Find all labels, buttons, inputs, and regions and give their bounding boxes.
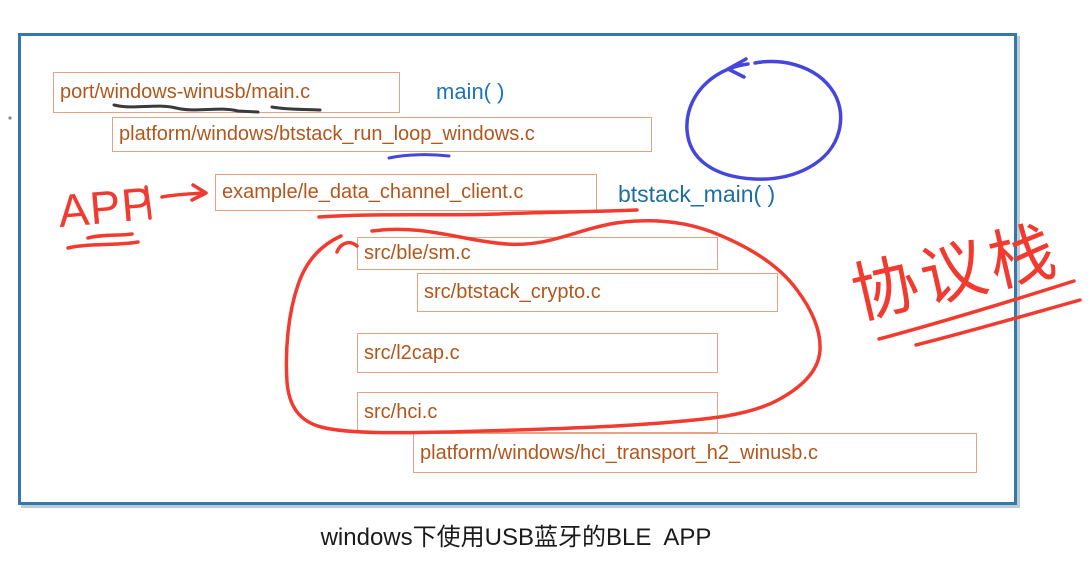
file-box-port-main: port/windows-winusb/main.c xyxy=(53,72,400,113)
file-box-label: src/btstack_crypto.c xyxy=(424,281,601,303)
file-box-label: example/le_data_channel_client.c xyxy=(222,181,524,203)
file-box-label: src/ble/sm.c xyxy=(364,242,471,264)
file-box-hci: src/hci.c xyxy=(357,392,718,433)
stray-pencil-dot xyxy=(8,116,12,120)
file-box-run-loop: platform/windows/btstack_run_loop_window… xyxy=(112,117,652,152)
handwritten-app-label: APP xyxy=(55,176,156,238)
main-function-label: main( ) xyxy=(436,79,505,104)
file-box-crypto: src/btstack_crypto.c xyxy=(417,273,778,312)
file-box-label: platform/windows/btstack_run_loop_window… xyxy=(119,123,535,145)
file-box-label: src/hci.c xyxy=(364,401,438,423)
file-box-label: platform/windows/hci_transport_h2_winusb… xyxy=(420,441,818,464)
stack-outline-box xyxy=(18,33,1017,505)
btstack-main-function-label: btstack_main( ) xyxy=(618,181,776,207)
file-box-l2cap: src/l2cap.c xyxy=(357,333,718,373)
file-box-label: port/windows-winusb/main.c xyxy=(60,81,311,103)
file-box-label: src/l2cap.c xyxy=(364,341,460,364)
file-box-example-client: example/le_data_channel_client.c xyxy=(215,174,597,211)
file-box-hci-transport: platform/windows/hci_transport_h2_winusb… xyxy=(413,433,977,473)
diagram-caption: windows下使用USB蓝牙的BLE APP xyxy=(320,524,712,551)
file-box-sm: src/ble/sm.c xyxy=(357,237,718,270)
